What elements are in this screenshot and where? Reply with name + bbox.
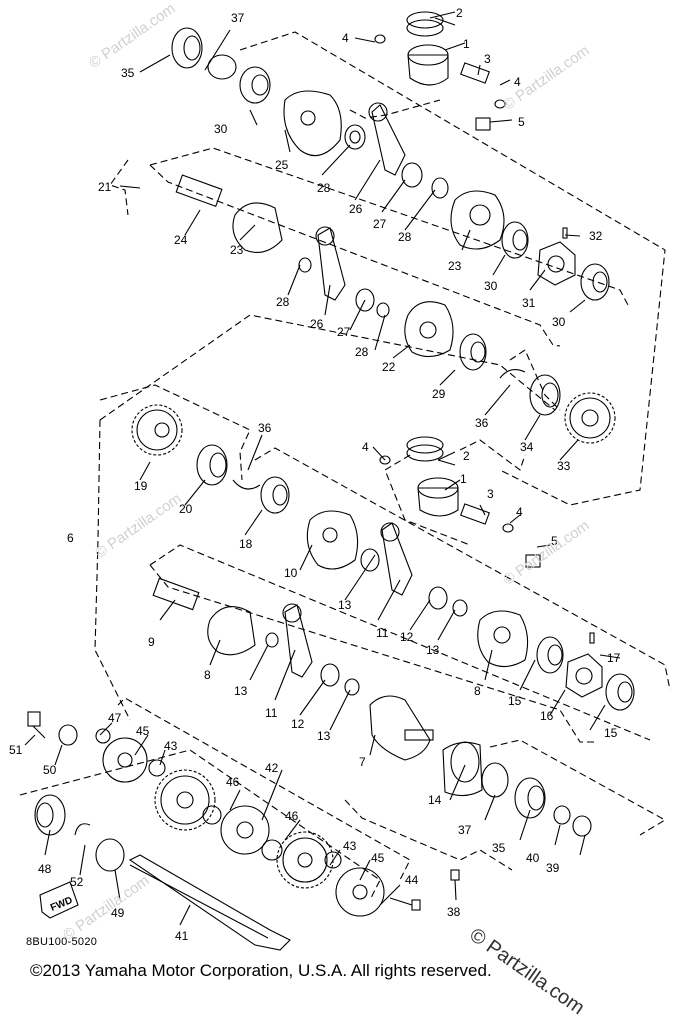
callout-number: 4 — [342, 31, 349, 45]
callout-number: 42 — [265, 761, 279, 775]
callout-number: 9 — [148, 635, 155, 649]
callout-number: 13 — [338, 598, 352, 612]
callout-number: 49 — [111, 906, 125, 920]
callout-number: 1 — [460, 472, 467, 486]
callout-number: 5 — [551, 534, 558, 548]
callout-number: 21 — [98, 180, 112, 194]
fwd-arrow-label: FWD — [49, 895, 74, 914]
leader-lines — [24, 11, 621, 926]
callout-number: 11 — [265, 706, 278, 720]
callout-number: 16 — [540, 709, 554, 723]
callout-number: 35 — [121, 66, 135, 80]
callout-number: 2 — [456, 6, 463, 20]
callout-number: 48 — [38, 862, 52, 876]
callout-number: 34 — [520, 440, 534, 454]
callout-number: 26 — [349, 202, 363, 216]
callout-number: 12 — [400, 630, 414, 644]
diagram-code: 8BU100-5020 — [26, 936, 98, 948]
callout-number: 39 — [546, 861, 560, 875]
callout-number: 23 — [448, 259, 462, 273]
callout-number: 38 — [447, 905, 461, 919]
callout-number: 33 — [557, 459, 571, 473]
callout-number: 47 — [108, 711, 122, 725]
callout-number: 15 — [508, 694, 522, 708]
callout-number: 26 — [310, 317, 324, 331]
callout-number: 23 — [230, 243, 244, 257]
callout-number: 36 — [258, 421, 272, 435]
callout-number: 4 — [514, 75, 521, 89]
callout-number: 24 — [174, 233, 188, 247]
callout-number: 30 — [484, 279, 498, 293]
callout-number: 28 — [398, 230, 412, 244]
callout-number: 30 — [214, 122, 228, 136]
callout-number: 10 — [284, 566, 298, 580]
callout-number: 3 — [484, 52, 491, 66]
callout-number: 5 — [518, 115, 525, 129]
callout-number: 32 — [589, 229, 603, 243]
callout-number: 45 — [371, 851, 385, 865]
callout-number: 6 — [67, 531, 74, 545]
callout-number: 28 — [355, 345, 369, 359]
callout-number: 52 — [70, 875, 84, 889]
callout-number: 3 — [487, 487, 494, 501]
callout-number: 15 — [604, 726, 618, 740]
callout-number: 2 — [463, 449, 470, 463]
callout-number: 11 — [376, 626, 389, 640]
upper-crank-assembly — [171, 11, 616, 444]
callout-number: 40 — [526, 851, 540, 865]
callout-number: 25 — [275, 158, 289, 172]
callout-number: 19 — [134, 479, 148, 493]
copyright-text: ©2013 Yamaha Motor Corporation, U.S.A. A… — [30, 961, 492, 980]
callout-number: 46 — [226, 775, 240, 789]
callout-number: 27 — [337, 325, 351, 339]
callout-number: 7 — [359, 755, 366, 769]
callout-number: 8 — [204, 668, 211, 682]
callout-number: 22 — [382, 360, 396, 374]
transmission-assembly — [27, 711, 460, 951]
callout-number: 37 — [458, 823, 472, 837]
callout-number: 14 — [428, 793, 442, 807]
callout-number: 13 — [426, 643, 440, 657]
callout-number: 46 — [285, 809, 299, 823]
callout-number: 20 — [179, 502, 193, 516]
callout-number: 37 — [231, 11, 245, 25]
callout-number: 17 — [607, 651, 621, 665]
callout-number: 13 — [234, 684, 248, 698]
callout-number: 28 — [317, 181, 331, 195]
callout-number: 29 — [432, 387, 446, 401]
callout-number: 50 — [43, 763, 57, 777]
callout-number: 43 — [343, 839, 357, 853]
callout-number: 12 — [291, 717, 305, 731]
callout-number: 44 — [405, 873, 419, 887]
lower-crank-assembly — [131, 404, 635, 837]
callout-number: 28 — [276, 295, 290, 309]
callout-number: 18 — [239, 537, 253, 551]
callout-number: 27 — [373, 217, 387, 231]
dashed-group-lines — [19, 31, 671, 901]
callout-number: 8 — [474, 684, 481, 698]
callout-number: 41 — [175, 929, 189, 943]
callout-number: 36 — [475, 416, 489, 430]
exploded-parts-diagram: FWD 372413534305252821262728242323303228… — [9, 6, 671, 951]
callout-number: 51 — [9, 743, 23, 757]
callout-number: 45 — [136, 724, 150, 738]
callout-number: 4 — [362, 440, 369, 454]
callout-number: 13 — [317, 729, 331, 743]
callout-number: 30 — [552, 315, 566, 329]
callout-number: 43 — [164, 739, 178, 753]
callout-number: 4 — [516, 505, 523, 519]
callout-number: 1 — [463, 37, 470, 51]
callout-number: 35 — [492, 841, 506, 855]
callout-number: 31 — [522, 296, 536, 310]
